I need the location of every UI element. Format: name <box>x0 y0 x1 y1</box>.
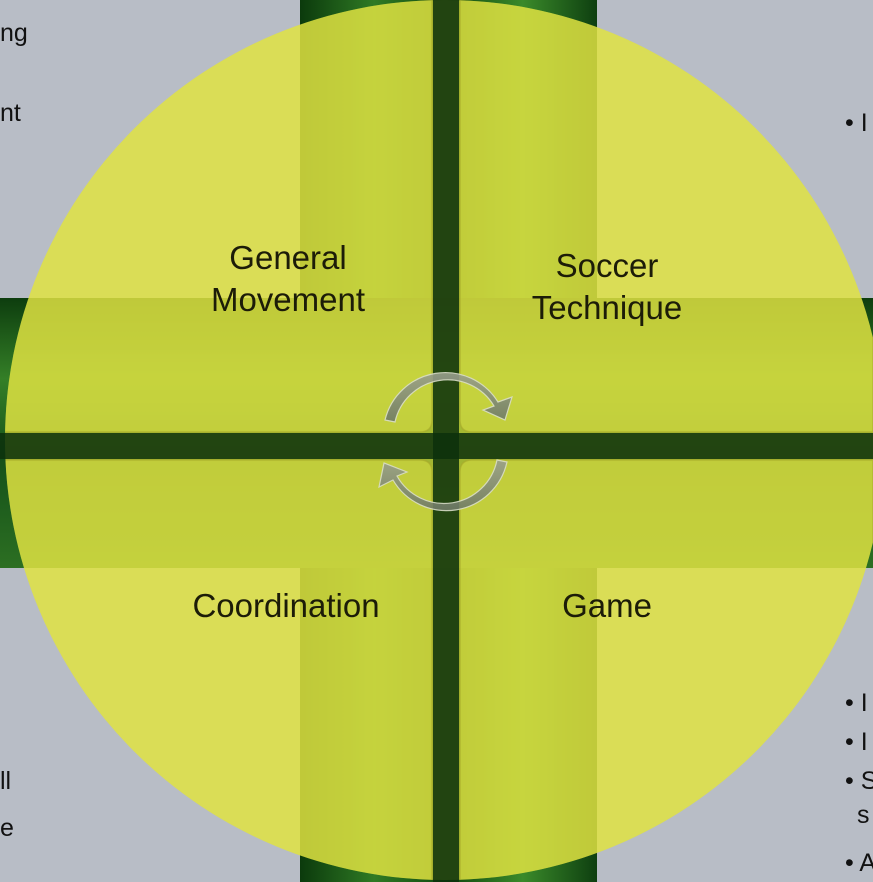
quadrant-label-coordination: Coordination <box>156 585 416 627</box>
right-bullet-3: • I <box>845 728 868 756</box>
quadrant-label-line: Technique <box>531 289 683 326</box>
left-text-fragment-3: ll <box>0 767 12 795</box>
right-bullet-1: • I <box>845 109 868 137</box>
left-text-fragment-1: ng <box>0 19 28 47</box>
quadrant-label-general-movement: General Movement <box>158 237 418 321</box>
quadrant-top-left <box>5 0 433 433</box>
quadrant-label-line: Game <box>562 587 652 624</box>
left-text-fragment-2: nt <box>0 99 21 127</box>
quadrant-label-game: Game <box>477 585 737 627</box>
right-bullet-5: • A <box>845 849 873 877</box>
quadrant-label-line: General <box>229 239 347 276</box>
quadrant-label-line: Movement <box>210 281 366 318</box>
quadrant-top-right <box>459 0 873 433</box>
right-bullet-4-cont: s <box>857 801 870 829</box>
quadrant-bottom-left <box>5 459 433 880</box>
right-bullet-4: • S <box>845 767 873 795</box>
left-text-fragment-4: e <box>0 814 14 842</box>
quadrant-label-line: Soccer <box>555 247 659 284</box>
right-bullet-2: • I <box>845 689 868 717</box>
cycle-arrow-upper <box>384 371 513 423</box>
cross-separator-horizontal <box>0 433 873 459</box>
quadrant-bottom-right <box>459 459 873 880</box>
quadrant-label-line: Coordination <box>192 587 380 624</box>
quadrant-label-soccer-technique: Soccer Technique <box>477 245 737 329</box>
cycle-arrow-lower <box>378 459 508 512</box>
